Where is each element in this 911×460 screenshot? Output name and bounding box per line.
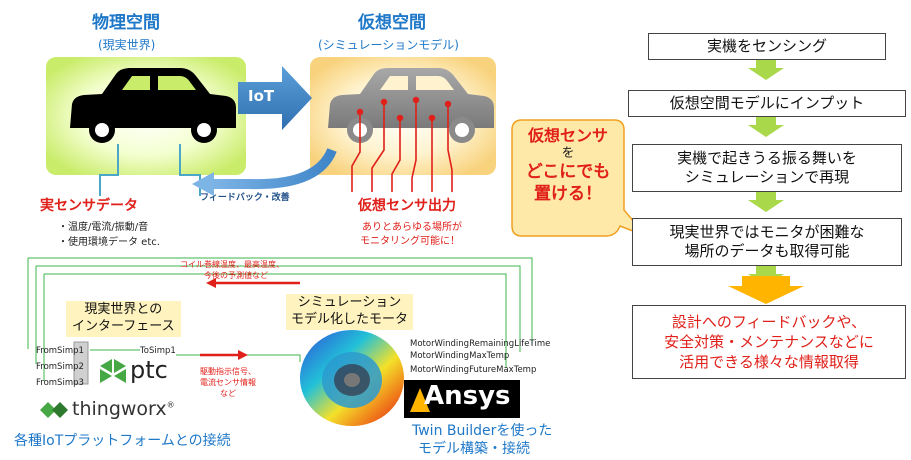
flow-step-1: 実機をセンシング: [648, 33, 886, 60]
callout-text: 仮想センサ を どこにでも 置ける！: [512, 126, 624, 205]
thingworx-text: thingworx: [72, 398, 167, 420]
top-feedback-arrow: [206, 278, 216, 288]
feedback-label: フィードバック・改善: [200, 193, 290, 203]
result-box: 設計へのフィードバックや、 安全対策・メンテナンスなどに 活用できる様々な情報取…: [632, 305, 906, 379]
flow-step-3: 実機で起きうる振る舞いを シミュレーションで再現: [632, 144, 902, 192]
result-arrow: [728, 276, 804, 304]
virtual-sensor-dots: [356, 96, 452, 122]
thingworx-label: thingworx®: [72, 398, 175, 420]
feedback-arrow: [212, 147, 337, 190]
real-sensor-title: 実センサデータ: [40, 198, 138, 214]
virtual-sensor-lines: [351, 100, 453, 192]
ansys-logo-icon: [410, 388, 430, 412]
thingworx-logo-icon: [40, 402, 68, 418]
ansys-label: Ansys: [424, 381, 511, 411]
drive-text-1: 駆動指示信号、: [200, 367, 256, 376]
interface-line2: インターフェース: [72, 318, 175, 334]
callout-line3: どこにでも: [525, 162, 611, 183]
result-line2: 安全対策・メンテナンスなどに: [664, 332, 874, 351]
virtual-car-icon: [328, 68, 494, 143]
top-feedback-text-1: コイル巻線温度、最高温度、: [180, 260, 284, 269]
result-line3: 活用できる様々な情報取得: [679, 353, 859, 372]
ptc-logo-icon: [100, 359, 126, 383]
sim-model-line1: シミュレーション: [297, 295, 402, 310]
thingworx-mark: ®: [166, 400, 175, 410]
callout-line2: を: [561, 146, 575, 161]
real-sensor-line1: ・温度/電流/振動/音: [58, 222, 149, 233]
interface-line1: 現実世界との: [84, 302, 163, 317]
sim-model-line2: モデル化したモータ: [291, 311, 409, 327]
interface-label: 現実世界との インターフェース: [66, 301, 181, 337]
motor-model-icon: [300, 330, 404, 426]
port-out1: ToSimp1: [140, 346, 176, 356]
virtual-sensor-line2: モニタリング可能に！: [360, 236, 460, 247]
virtual-sensor-title: 仮想センサ出力: [358, 198, 456, 214]
flow-step-4: 現実世界ではモニタが困難な 場所のデータも取得可能: [632, 218, 902, 266]
motor-output-3: MotorWindingFutureMaxTemp: [410, 365, 537, 375]
motor-output-1: MotorWindingRemainingLifeTime: [410, 339, 551, 349]
physical-subtitle: (現実世界): [98, 38, 156, 52]
callout-line1: 仮想センサ: [527, 126, 608, 145]
iot-label: IoT: [248, 87, 275, 105]
port-in1: FromSimp1: [36, 346, 84, 356]
real-car-icon: [70, 68, 236, 143]
virtual-sensor-line1: ありとあらゆる場所が: [362, 222, 462, 233]
port-in2: FromSimp2: [36, 362, 84, 372]
sim-model-label: シミュレーション モデル化したモータ: [286, 294, 414, 330]
ptc-label: ptc: [130, 356, 168, 384]
bottom-right-caption-2: モデル構築・接続: [418, 441, 530, 457]
result-line1: 設計へのフィードバックや、: [671, 312, 867, 331]
top-feedback-text-2: 今後の予測値など: [204, 271, 268, 280]
virtual-title: 仮想空間: [358, 13, 426, 33]
callout-line4: 置ける！: [534, 183, 602, 204]
drive-text-2: 電流センサ情報: [200, 378, 256, 387]
bottom-right-caption-1: Twin Builderを使った: [412, 423, 553, 439]
physical-title: 物理空間: [92, 13, 160, 33]
virtual-subtitle: (シミュレーションモデル): [318, 38, 459, 52]
real-sensor-line2: ・使用環境データ etc.: [58, 237, 160, 248]
flow-arrows: [748, 60, 784, 286]
drive-text-3: など: [220, 389, 236, 398]
port-in3: FromSimp3: [36, 378, 84, 388]
green-connection-lines: [27, 257, 533, 381]
bottom-left-caption: 各種IoTプラットフォームとの接続: [14, 433, 231, 449]
flow-step-2: 仮想空間モデルにインプット: [628, 90, 906, 117]
drive-arrow: [238, 350, 248, 360]
motor-output-2: MotorWindingMaxTemp: [410, 351, 510, 361]
iot-arrow: [238, 66, 312, 130]
